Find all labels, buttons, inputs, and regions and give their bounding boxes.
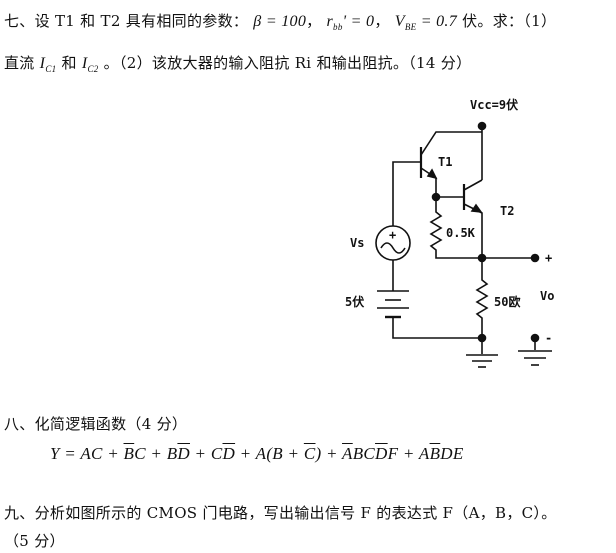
rbb-value: rbb' = 0 bbox=[326, 13, 375, 33]
q7-line2-end: 。（2）该放大器的输入阻抗 Ri 和输出阻抗。（14 分） bbox=[98, 54, 472, 72]
formula-term-negated: B bbox=[123, 444, 135, 463]
question-8-title: 八、化简逻辑函数（4 分） bbox=[4, 415, 188, 433]
vo-label: Vo bbox=[540, 289, 554, 303]
battery-label: 5伏 bbox=[345, 294, 364, 309]
formula-term-negated: B bbox=[429, 444, 441, 463]
formula-term: + A(B + bbox=[235, 444, 304, 463]
t2-label: T2 bbox=[500, 204, 514, 218]
formula-term-negated: C bbox=[303, 444, 316, 463]
formula-term: C + B bbox=[134, 444, 178, 463]
resistor-0-5k bbox=[429, 197, 535, 259]
ground-icon bbox=[466, 354, 498, 368]
t1-collector bbox=[420, 131, 482, 156]
ground-node bbox=[477, 333, 487, 343]
t2-emitter-arrow bbox=[470, 203, 483, 213]
ic2-symbol: I bbox=[81, 55, 88, 72]
output-plus-label: + bbox=[545, 251, 552, 265]
ic2: IC2 bbox=[81, 55, 99, 75]
t2-collector bbox=[463, 179, 483, 191]
wire bbox=[392, 317, 483, 354]
q7-line2-start: 直流 bbox=[4, 54, 40, 72]
formula-term: Y = AC + bbox=[50, 444, 124, 463]
t1-label: T1 bbox=[438, 155, 452, 169]
formula-term: + C bbox=[189, 444, 223, 463]
vcc-label: Vcc=9伏 bbox=[470, 97, 518, 112]
question-9-line-2: （5 分） bbox=[4, 532, 65, 550]
formula-term-negated: A bbox=[342, 444, 353, 463]
vbe-value: VBE = 0.7 bbox=[394, 13, 458, 33]
ic1-subscript: C1 bbox=[45, 64, 57, 75]
vbe-subscript: BE bbox=[404, 22, 417, 33]
t2-emitter bbox=[463, 203, 483, 258]
sine-wave-icon bbox=[380, 242, 406, 254]
formula-term: F + A bbox=[387, 444, 430, 463]
t1-emitter-arrow bbox=[426, 168, 438, 180]
formula-term-negated: D bbox=[375, 444, 388, 463]
beta-value: β = 100 bbox=[253, 13, 307, 30]
formula-term: DE bbox=[440, 444, 464, 463]
logic-formula: Y = AC + BC + BD + CD + A(B + C) + ABCDF… bbox=[50, 444, 464, 464]
ground-icon bbox=[518, 350, 552, 366]
q7-prefix: 七、设 T1 和 T2 具有相同的参数： bbox=[4, 12, 249, 30]
question-7-line-1: 七、设 T1 和 T2 具有相同的参数： β = 100， rbb' = 0， … bbox=[4, 12, 557, 33]
ic1-symbol: I bbox=[39, 55, 46, 72]
q7-suffix: 伏。求：（1） bbox=[457, 12, 557, 30]
q7-and: 和 bbox=[56, 54, 82, 72]
rbb-symbol: r bbox=[326, 13, 334, 30]
formula-term-negated: D bbox=[222, 444, 236, 463]
vs-plus-label: + bbox=[389, 228, 396, 242]
rbb-subscript: bb bbox=[333, 22, 343, 33]
formula-term: BC bbox=[352, 444, 376, 463]
resistor-50-ohm-label: 50欧 bbox=[494, 294, 520, 309]
ic2-subscript: C2 bbox=[87, 64, 99, 75]
vbe-symbol: V bbox=[394, 13, 405, 30]
formula-term-negated: D bbox=[177, 444, 190, 463]
question-9-line-1: 九、分析如图所示的 CMOS 门电路，写出输出信号 F 的表达式 F（A，B，C… bbox=[4, 504, 557, 522]
resistor-0-5k-label: 0.5K bbox=[446, 226, 476, 240]
vbe-number: = 0.7 bbox=[416, 13, 458, 30]
output-minus-label: - bbox=[545, 331, 552, 345]
question-7-line-2: 直流 IC1 和 IC2 。（2）该放大器的输入阻抗 Ri 和输出阻抗。（14 … bbox=[4, 52, 471, 74]
formula-term: ) + bbox=[315, 444, 343, 463]
resistor-50-ohm bbox=[475, 258, 489, 338]
vs-label: Vs bbox=[350, 236, 364, 250]
wire bbox=[392, 161, 421, 226]
output-plus-terminal bbox=[530, 253, 540, 263]
rbb-number: ' = 0 bbox=[342, 13, 375, 30]
ic1: IC1 bbox=[39, 55, 57, 75]
